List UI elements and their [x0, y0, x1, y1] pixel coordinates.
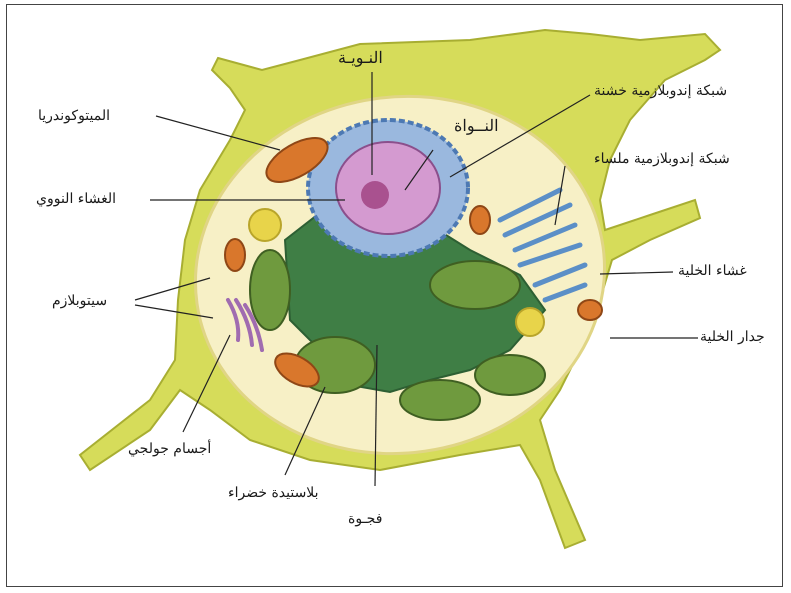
label-cytoplasm: سيتوبلازم [52, 294, 107, 308]
label-nucleolus: النـويـة [338, 50, 383, 66]
label-mitochondria: الميتوكوندريا [38, 109, 110, 123]
label-nucleus: النــواة [454, 118, 499, 134]
label-chloroplast: بلاستيدة خضراء [228, 486, 319, 500]
label-cell-wall: جدار الخلية [700, 330, 765, 344]
nucleus-body [336, 142, 440, 234]
yellow-vesicle [516, 308, 544, 336]
label-smooth-er: شبكة إندوبلازمية ملساء [594, 152, 730, 166]
label-golgi: أجسام جولجي [128, 442, 211, 456]
label-nuclear-envelope: الغشاء النووي [36, 192, 116, 206]
label-vacuole: فجـوة [348, 512, 382, 526]
label-rough-er: شبكة إندوبلازمية خشنة [594, 84, 727, 98]
yellow-vesicle [249, 209, 281, 241]
label-cell-membrane: غشاء الخلية [678, 264, 747, 278]
nucleolus [361, 181, 389, 209]
